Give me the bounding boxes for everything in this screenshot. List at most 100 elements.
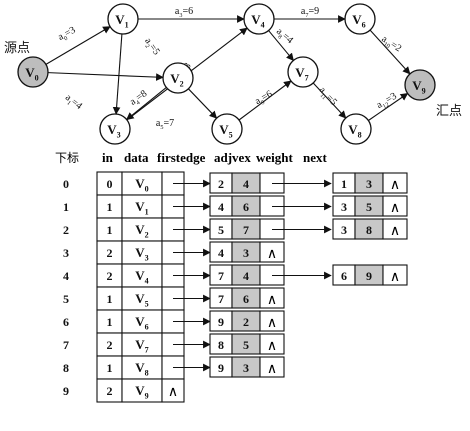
null-pointer: ∧ (267, 246, 277, 262)
graph-edges: a0=3a1=4a2=5a3=6a4=8a5=7a6=3a7=9a8=4a9=6… (45, 6, 411, 131)
vertex-label: V3 (107, 122, 120, 140)
data-value: V5 (135, 291, 148, 309)
data-value: V3 (135, 245, 148, 263)
svg-text:a8=4: a8=4 (273, 26, 295, 47)
in-value: 1 (107, 361, 113, 375)
null-pointer: ∧ (267, 361, 277, 377)
next-cell (382, 172, 408, 194)
data-value: V8 (135, 360, 148, 378)
vertex-node (211, 113, 243, 145)
svg-text:a2=5: a2=5 (141, 36, 162, 58)
null-pointer: ∧ (390, 177, 400, 193)
data-value: V6 (135, 314, 148, 332)
in-value: 2 (107, 338, 113, 352)
edge-label: a7=9 (301, 6, 319, 19)
edge-line (368, 93, 409, 121)
adjvex-value: 9 (218, 361, 224, 375)
header-data: data (124, 150, 149, 165)
svg-text:a5=7: a5=7 (156, 118, 174, 131)
weight-value: 9 (366, 269, 372, 283)
next-cell (259, 310, 285, 332)
edge-line (112, 33, 123, 115)
vertex-node (287, 56, 319, 88)
vertex-node (17, 56, 49, 88)
edge-line (47, 72, 164, 81)
sink-label: 汇点 (436, 104, 462, 119)
weight-value: 6 (243, 292, 249, 306)
svg-text:a3=6: a3=6 (175, 6, 193, 19)
edge-label: a10=2 (378, 33, 403, 55)
data-value: V1 (135, 199, 148, 217)
header-adjvex: adjvex (214, 150, 251, 165)
edge-label: a4=8 (128, 88, 150, 109)
weight-value: 3 (243, 246, 249, 260)
weight-value: 6 (243, 200, 249, 214)
vertex-node (344, 3, 376, 35)
vertex-node (404, 69, 436, 101)
edge-label: a3=6 (175, 6, 193, 19)
in-value: 1 (107, 292, 113, 306)
header-next: next (303, 150, 328, 165)
row-index: 7 (63, 338, 69, 352)
data-value: V9 (135, 383, 148, 401)
next-cell (259, 356, 285, 378)
edge-line (126, 87, 167, 121)
adjvex-value: 3 (341, 223, 347, 237)
vertex-label: V7 (295, 65, 308, 83)
header-index: 下标 (55, 151, 79, 165)
in-value: 2 (107, 384, 113, 398)
adjvex-value: 7 (218, 269, 224, 283)
edge-line (187, 88, 218, 119)
weight-value: 5 (366, 200, 372, 214)
firstedge-cell (161, 378, 185, 403)
null-pointer: ∧ (267, 315, 277, 331)
vertex-label: V4 (251, 12, 264, 30)
row-index: 6 (63, 315, 69, 329)
next-cell (382, 218, 408, 240)
vertex-label: V1 (115, 12, 128, 30)
svg-text:a10=2: a10=2 (378, 33, 403, 55)
vertex-node (107, 3, 139, 35)
table-header: 下标 in data firstedge adjvex weight next (55, 150, 328, 165)
row-index: 5 (63, 292, 69, 306)
row-index: 2 (63, 223, 69, 237)
svg-text:a0=3: a0=3 (56, 25, 78, 45)
weight-value: 8 (366, 223, 372, 237)
adjvex-value: 5 (218, 223, 224, 237)
next-cell (259, 241, 285, 263)
next-cell (259, 333, 285, 355)
adjvex-value: 6 (341, 269, 347, 283)
vertex-label: V5 (219, 122, 232, 140)
weight-value: 7 (243, 223, 249, 237)
in-value: 1 (107, 223, 113, 237)
header-weight: weight (256, 150, 294, 165)
in-value: 1 (107, 200, 113, 214)
edge-label: a1=4 (63, 92, 84, 112)
null-pointer: ∧ (168, 384, 178, 400)
svg-text:a9=6: a9=6 (253, 89, 275, 109)
adjvex-value: 9 (218, 315, 224, 329)
svg-text:a4=8: a4=8 (128, 88, 150, 109)
header-in: in (102, 150, 114, 165)
in-value: 2 (107, 246, 113, 260)
vertex-node (340, 113, 372, 145)
edge-line (268, 30, 294, 62)
adjvex-value: 1 (341, 177, 347, 191)
edge-line (369, 29, 411, 75)
vertex-label: V8 (348, 122, 361, 140)
